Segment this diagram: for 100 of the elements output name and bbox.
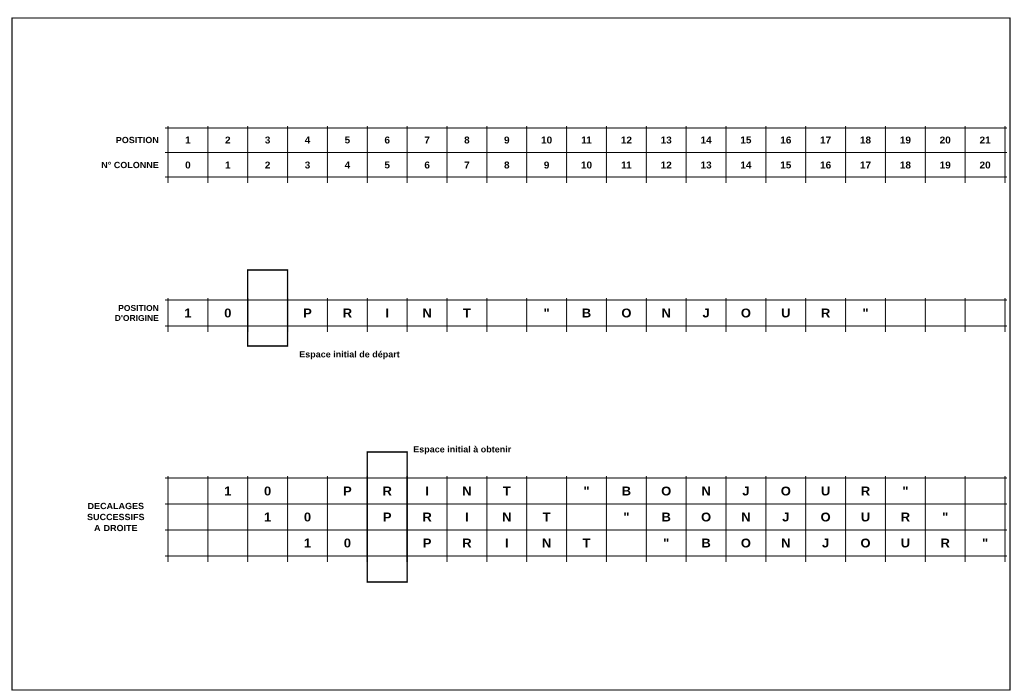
table-number: 0: [185, 161, 191, 169]
character: N: [423, 308, 431, 318]
character: 1: [225, 486, 232, 496]
table-number: 18: [860, 136, 871, 144]
character: B: [582, 308, 591, 318]
character: N: [503, 512, 511, 522]
table-number: 4: [344, 161, 351, 169]
table-number: 18: [900, 161, 911, 169]
character: 0: [344, 538, 351, 548]
character: 1: [264, 512, 271, 522]
character: R: [941, 538, 950, 548]
table-number: 14: [701, 136, 712, 144]
character: J: [822, 538, 829, 548]
character: O: [741, 538, 751, 548]
row-header: N° COLONNE: [101, 161, 159, 169]
character: J: [742, 486, 749, 496]
character: ": [903, 486, 908, 490]
table-number: 20: [940, 136, 951, 144]
table-number: 21: [979, 136, 991, 144]
character: T: [542, 512, 551, 522]
table-number: 5: [384, 161, 390, 169]
character: T: [503, 486, 511, 496]
table-number: 14: [741, 161, 752, 169]
character: B: [702, 538, 711, 548]
table-number: 5: [344, 136, 350, 144]
table-number: 11: [581, 136, 592, 144]
table-number: 12: [661, 161, 672, 169]
table-number: 20: [979, 161, 991, 169]
character: P: [343, 486, 352, 496]
character: ": [624, 512, 629, 516]
table-number: 3: [265, 136, 271, 144]
character: O: [741, 308, 751, 318]
table-number: 10: [541, 136, 552, 144]
character: I: [505, 538, 508, 548]
highlight-box: [366, 451, 408, 583]
character: O: [861, 538, 870, 548]
character: R: [463, 538, 472, 548]
character: U: [781, 308, 790, 318]
character: 1: [185, 308, 192, 318]
character: N: [662, 308, 671, 318]
character: ": [664, 538, 669, 542]
table-number: 16: [780, 136, 791, 144]
table-number: 13: [661, 136, 672, 144]
character: 0: [224, 308, 231, 318]
table-number: 7: [464, 161, 470, 169]
table-number: 3: [304, 161, 310, 169]
row-header: POSITION D'ORIGINE: [115, 305, 159, 321]
character: ": [584, 486, 589, 490]
character: N: [742, 512, 750, 522]
character: J: [702, 308, 709, 318]
character: P: [423, 538, 431, 548]
character: N: [782, 538, 790, 548]
table-number: 12: [621, 136, 632, 144]
character: 0: [264, 486, 271, 496]
character: N: [542, 538, 551, 548]
table-number: 17: [860, 161, 871, 169]
character: J: [782, 512, 789, 522]
character: B: [622, 486, 631, 496]
table-number: 6: [384, 136, 390, 144]
character: O: [781, 486, 791, 496]
character: ": [544, 308, 549, 312]
table-number: 8: [504, 161, 510, 169]
character: R: [423, 512, 432, 522]
character: T: [582, 538, 591, 548]
character: P: [383, 512, 392, 522]
character: N: [463, 486, 471, 496]
character: O: [821, 512, 831, 522]
character: P: [304, 308, 312, 318]
character: R: [343, 308, 352, 318]
table-number: 10: [581, 161, 592, 169]
character: N: [702, 486, 710, 496]
character: ": [982, 538, 988, 542]
character: U: [821, 486, 830, 496]
character: B: [662, 512, 671, 522]
character: R: [901, 512, 910, 522]
character: I: [386, 308, 389, 318]
character: T: [463, 308, 471, 318]
highlight-box: [247, 269, 289, 347]
table-number: 17: [820, 136, 831, 144]
table-number: 13: [701, 161, 712, 169]
character: 0: [304, 512, 311, 522]
table-number: 15: [741, 136, 752, 144]
node-label: Espace initial à obtenir: [413, 445, 512, 455]
table-number: 4: [304, 136, 311, 144]
table-number: 9: [504, 136, 510, 144]
table-number: 1: [185, 136, 191, 144]
character: O: [661, 486, 671, 496]
table-number: 8: [464, 136, 470, 144]
character: ": [943, 512, 948, 516]
character: R: [821, 308, 831, 318]
table-number: 2: [225, 136, 231, 144]
character: R: [861, 486, 870, 496]
node-label: Espace initial de départ: [299, 350, 400, 360]
character: O: [701, 512, 711, 522]
character: U: [901, 538, 910, 548]
character: U: [861, 512, 870, 522]
table-number: 6: [424, 161, 430, 169]
table-number: 19: [940, 161, 951, 169]
table-number: 9: [544, 161, 549, 169]
character: 1: [304, 538, 311, 548]
